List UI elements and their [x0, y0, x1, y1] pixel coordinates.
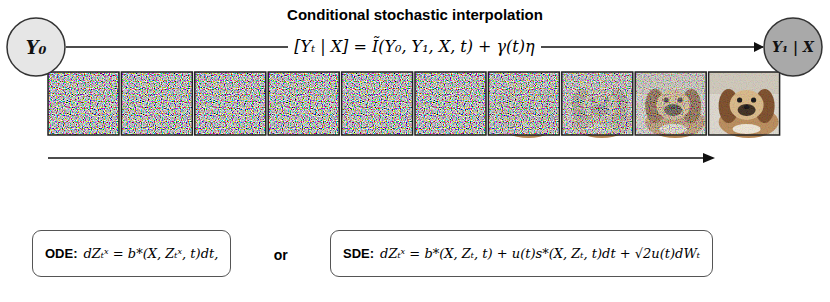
equation-text: dZₜˣ = b*(X, Zₜˣ, t)dt, — [84, 246, 219, 261]
equation-name: SDE: — [343, 246, 374, 261]
equation-text: dZₜˣ = b*(X, Zₜ, t) + u(t)s*(X, Zₜ, t)dt… — [380, 246, 700, 261]
equation-box: ODE: dZₜˣ = b*(X, Zₜˣ, t)dt, — [32, 230, 231, 277]
node-label: Y₀ — [26, 37, 47, 58]
equation-name: ODE: — [45, 246, 78, 261]
state-circle: Y₁ | X — [763, 17, 823, 77]
state-circle: Y₀ — [6, 17, 66, 77]
connector-word: or — [274, 247, 288, 263]
edge-label: [Yₜ | X] = Ĩ(Y₀, Y₁, X, t) + γ(t)η — [288, 37, 540, 56]
node-label: Y₁ | X — [772, 39, 814, 55]
equation-box: SDE: dZₜˣ = b*(X, Zₜ, t) + u(t)s*(X, Zₜ, … — [330, 230, 713, 277]
diagram-title: Conditional stochastic interpolation — [287, 6, 543, 23]
